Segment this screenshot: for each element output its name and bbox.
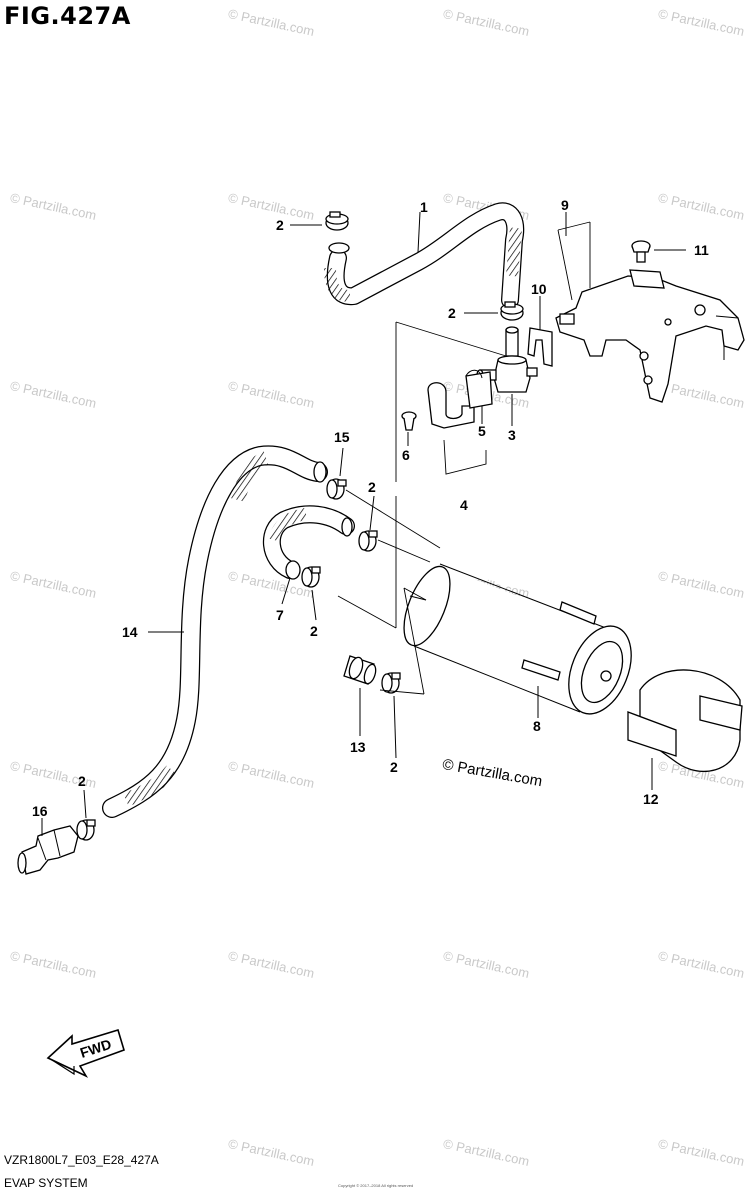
hose-clamp-part-2 [381,672,401,694]
callout-1: 1 [420,199,428,215]
leader-lines [41,211,686,836]
valve-bracket-part-5 [427,369,493,429]
figure-title: FIG.427A [4,2,131,30]
callout-13: 13 [350,739,366,755]
vent-hose-part-1 [324,202,525,309]
assembly-guide-lines [337,221,591,695]
drain-hose-part-14 [102,445,328,818]
callout-8: 8 [533,718,541,734]
hose-clamp-part-2 [325,211,349,231]
hose-clamp-part-2 [500,301,524,321]
canister-bracket-part-9 [555,269,745,403]
connector-part-16 [17,825,79,875]
hose-part-7 [262,505,355,580]
section-name: EVAP SYSTEM [4,1176,88,1190]
callout-5: 5 [478,423,486,439]
hose-clamp-part-2 [358,530,378,552]
callout-2: 2 [78,773,86,789]
callout-2: 2 [310,623,318,639]
callout-2: 2 [390,759,398,775]
callout-2: 2 [368,479,376,495]
callout-2: 2 [276,217,284,233]
callout-11: 11 [694,242,709,258]
fine-print: Copyright © 2017–2018 All rights reserve… [338,1183,414,1188]
clip-part-10 [527,327,553,367]
fwd-arrow-icon: FWD [46,1029,125,1078]
callout-10: 10 [531,281,547,297]
callout-15: 15 [334,429,350,445]
hose-clamp-part-2 [301,566,321,588]
joint-part-13 [343,655,377,685]
canister-cover-part-12 [627,669,743,772]
callout-16: 16 [32,803,48,819]
callout-6: 6 [402,447,410,463]
callout-labels: 1 2 2 3 4 5 6 9 10 11 15 2 7 2 14 8 12 1… [32,197,709,819]
screw-part-6 [401,411,417,431]
callout-2: 2 [448,305,456,321]
hose-clamp-part-2 [76,819,96,841]
callout-4: 4 [460,497,468,513]
canister-part-8 [403,563,632,715]
hose-clamp-part-15 [326,478,347,500]
bolt-part-11 [631,240,651,263]
model-code: VZR1800L7_E03_E28_427A [4,1153,159,1167]
callout-7: 7 [276,607,284,623]
callout-14: 14 [122,624,138,640]
callout-9: 9 [561,197,569,213]
callout-3: 3 [508,427,516,443]
callout-12: 12 [643,791,659,807]
